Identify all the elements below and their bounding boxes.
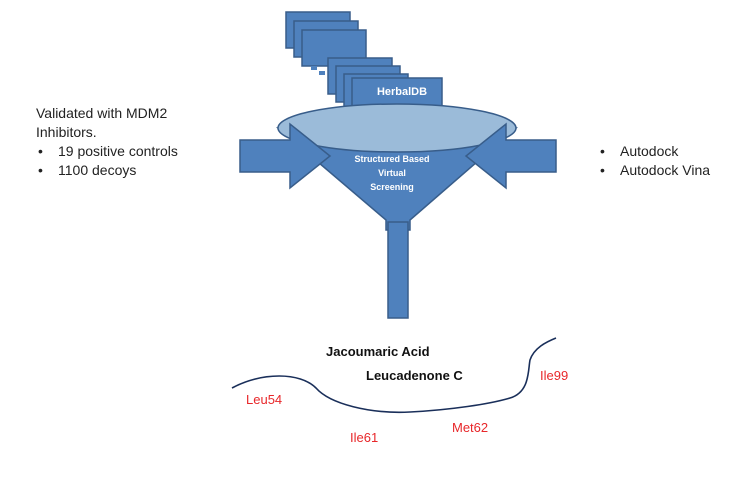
tools-block: Autodock Autodock Vina — [598, 142, 710, 180]
validation-title: Validated with MDM2 — [36, 105, 168, 121]
residue-label: Met62 — [452, 420, 489, 435]
residue-label: Ile61 — [350, 430, 379, 445]
validation-list: 19 positive controls 1100 decoys — [36, 142, 178, 180]
validation-item: 19 positive controls — [36, 142, 178, 161]
compound-label: Jacoumaric Acid — [326, 344, 430, 359]
database-label: HerbalDB — [376, 86, 428, 98]
tool-item: Autodock Vina — [598, 161, 710, 180]
funnel-label: Structured Based Virtual Screening — [350, 152, 434, 194]
compound-label: Leucadenone C — [366, 368, 463, 383]
funnel-shape — [275, 103, 519, 319]
database-stack-icon — [285, 11, 443, 119]
funnel-label-line: Screening — [370, 182, 414, 192]
binding-pocket-curve — [231, 337, 557, 414]
residue-label: Leu54 — [246, 392, 283, 407]
residue-label: Ile99 — [540, 368, 569, 383]
tools-list: Autodock Autodock Vina — [598, 142, 710, 180]
validation-block: Validated with MDM2 Inhibitors. 19 posit… — [36, 104, 178, 180]
right-arrow-icon — [464, 122, 557, 190]
validation-item: 1100 decoys — [36, 161, 178, 180]
funnel-label-line: Structured Based — [354, 154, 430, 164]
tool-item: Autodock — [598, 142, 710, 161]
left-arrow-icon — [239, 122, 332, 190]
funnel-label-line: Virtual — [378, 168, 406, 178]
validation-title-cont: Inhibitors. — [36, 124, 97, 140]
